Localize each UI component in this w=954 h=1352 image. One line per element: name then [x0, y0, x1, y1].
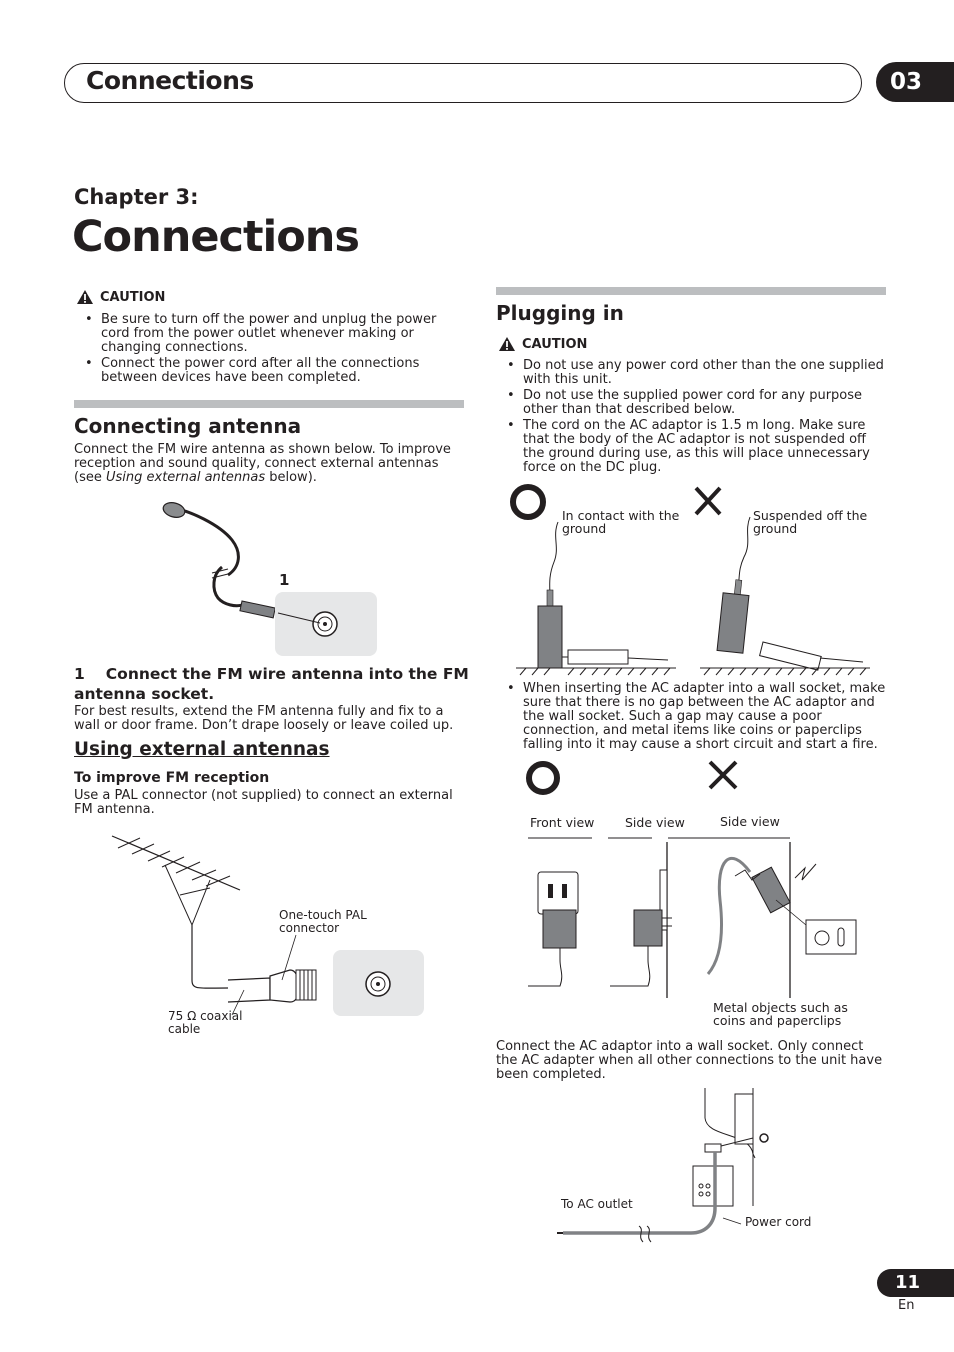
- ground-ok-label: In contact with the ground: [562, 508, 680, 536]
- wall-socket-list: When inserting the AC adapter into a wal…: [501, 682, 887, 754]
- list-item: The cord on the AC adaptor is 1.5 m long…: [501, 419, 887, 475]
- side-view-label: Side view: [625, 815, 685, 830]
- antenna-intro: Connect the FM wire antenna as shown bel…: [74, 443, 466, 485]
- page-number: 11: [877, 1269, 954, 1297]
- front-view-label: Front view: [530, 815, 595, 830]
- power-cord-label: Power cord: [745, 1215, 812, 1229]
- list-item: Connect the power cord after all the con…: [79, 357, 465, 385]
- list-item: Be sure to turn off the power and unplug…: [79, 313, 465, 355]
- antenna-intro-link: Using external antennas: [105, 470, 266, 485]
- side-view-label-ng: Side view: [720, 814, 780, 829]
- caution-heading: CAUTION: [76, 289, 165, 305]
- fm-reception-body: Use a PAL connector (not supplied) to co…: [74, 788, 453, 817]
- caution-label: CAUTION: [100, 289, 166, 305]
- power-cord-figure: [557, 1088, 769, 1243]
- step-body: For best results, extend the FM antenna …: [74, 704, 454, 733]
- warning-icon: [499, 337, 515, 351]
- step-text: Connect the FM wire antenna into the FM …: [74, 665, 469, 703]
- antenna-intro-tail: below).: [265, 470, 317, 485]
- caution-heading: CAUTION: [498, 336, 587, 352]
- warning-icon: [77, 290, 93, 304]
- header-title: Connections: [86, 66, 254, 95]
- external-antenna-figure: [111, 835, 424, 1016]
- coax-cable-label: 75 Ω coaxial cable: [168, 1009, 243, 1036]
- plugging-caution-list: Do not use any power cord other than the…: [501, 359, 887, 477]
- wall-socket-figure: [526, 760, 857, 998]
- caution-label: CAUTION: [522, 336, 588, 352]
- list-item: When inserting the AC adapter into a wal…: [501, 682, 887, 752]
- adaptor-ground-figure: [510, 484, 870, 676]
- chapter-title: Connections: [72, 212, 360, 262]
- list-item: Do not use the supplied power cord for a…: [501, 389, 887, 417]
- plugging-in-heading: Plugging in: [496, 301, 624, 325]
- external-antennas-heading: Using external antennas: [74, 739, 330, 760]
- caution-list: Be sure to turn off the power and unplug…: [79, 313, 465, 387]
- chapter-number-tab: 03: [876, 62, 954, 102]
- fm-reception-subheading: To improve FM reception: [74, 770, 270, 786]
- header-frame: [64, 63, 862, 103]
- ac-outlet-label: To AC outlet: [561, 1197, 633, 1211]
- antenna-intro-text: Connect the FM wire antenna as shown bel…: [74, 442, 451, 485]
- section-rule: [496, 287, 886, 295]
- connect-adaptor-body: Connect the AC adaptor into a wall socke…: [496, 1039, 883, 1082]
- list-item: Do not use any power cord other than the…: [501, 359, 887, 387]
- chapter-label: Chapter 3:: [74, 185, 199, 209]
- metal-objects-label: Metal objects such as coins and papercli…: [713, 1000, 848, 1028]
- fm-wire-antenna-figure: [162, 502, 377, 656]
- ground-ng-label: Suspended off the ground: [753, 508, 868, 536]
- language-code: En: [898, 1298, 915, 1313]
- pal-connector-label: One-touch PAL connector: [279, 908, 367, 935]
- step-number: 1: [74, 665, 85, 683]
- antenna-heading: Connecting antenna: [74, 414, 302, 438]
- section-rule: [74, 400, 464, 408]
- figure-callout-1: 1: [279, 571, 290, 589]
